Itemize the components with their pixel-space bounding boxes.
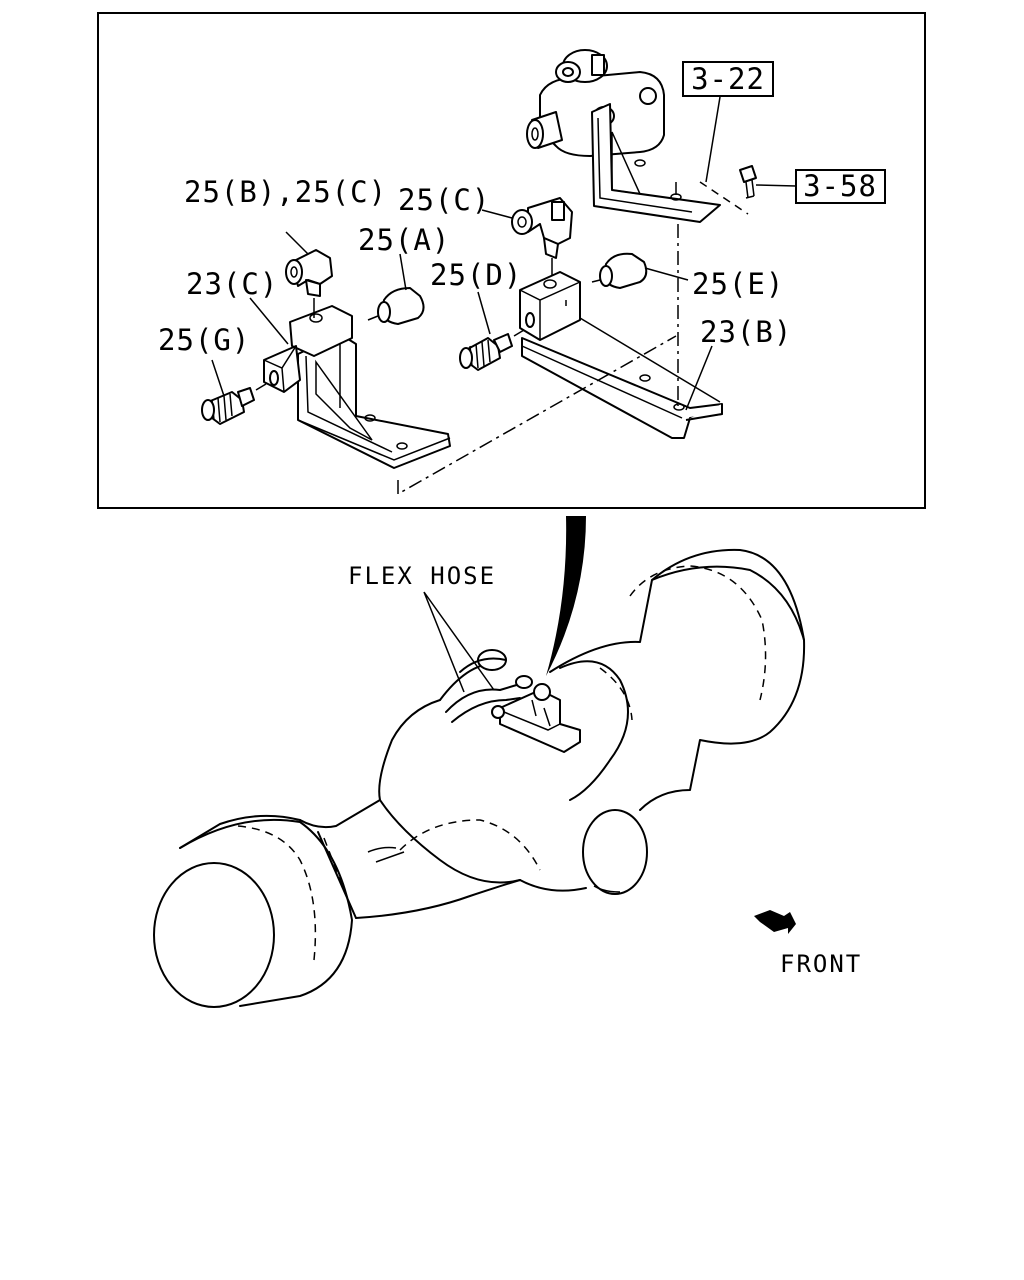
fitting-25d (459, 333, 513, 371)
plug-25a (367, 287, 425, 325)
valve-assembly (526, 49, 721, 223)
front-arrow-icon (754, 910, 796, 934)
label-25e: 25(E) (692, 267, 784, 301)
plug-25e (591, 252, 648, 289)
label-25bc: 25(B),25(C) (184, 175, 387, 209)
detail-frame (97, 12, 926, 509)
ref-label-3-58: 3-58 (803, 169, 877, 203)
elbow-fitting-25c (511, 197, 573, 259)
label-25g: 25(G) (158, 323, 250, 357)
axle-housing (153, 548, 806, 1008)
ref-box-3-22 (682, 61, 774, 97)
label-25d: 25(D) (430, 258, 522, 292)
block-right (519, 271, 581, 341)
fitting-25g (201, 387, 255, 425)
label-23c: 23(C) (186, 267, 278, 301)
elbow-fitting-25bc (285, 249, 333, 297)
ref-label-3-22: 3-22 (691, 62, 765, 96)
block-left (263, 305, 353, 393)
ref-box-3-58 (795, 169, 886, 204)
label-flex-hose: FLEX HOSE (348, 562, 496, 590)
bracket-23c (297, 333, 451, 469)
label-25c: 25(C) (398, 183, 490, 217)
bolt-icon (739, 165, 757, 199)
label-front: FRONT (780, 950, 862, 978)
label-25a: 25(A) (358, 223, 450, 257)
bracket-23b (521, 317, 723, 439)
label-23b: 23(B) (700, 315, 792, 349)
callout-wedge (546, 516, 586, 676)
